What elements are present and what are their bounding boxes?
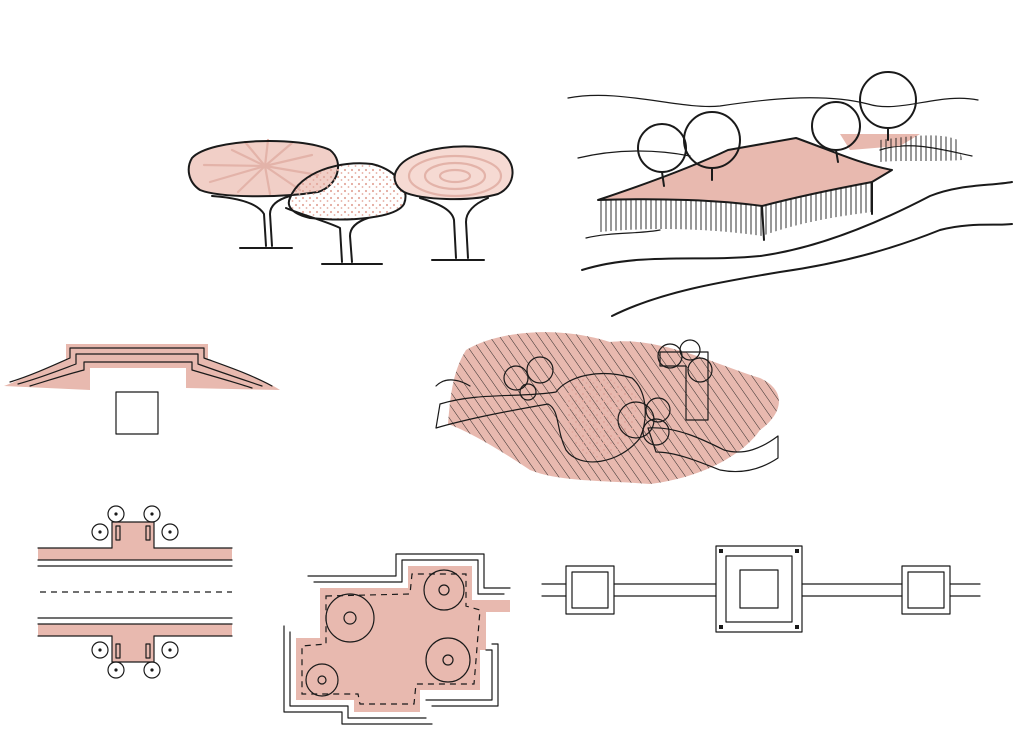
pavilion-small-right [901,565,951,615]
crossing-trees [91,505,179,679]
pavilion-large-center [715,545,803,633]
canopy-middle [285,162,407,265]
woodland-path-plan [435,332,779,484]
pavilion-small-left [565,565,615,615]
canopy-trio-elevation [187,138,514,265]
linear-pavilion-plan [541,545,981,633]
perspective-trees [637,71,917,187]
cruciform-grove-plan [283,553,511,725]
canopy-left [187,138,339,249]
road-crossing-plan [37,505,233,679]
grove-trees [305,569,471,697]
stepped-terrace-section [4,344,280,435]
canopy-right [393,145,514,261]
raised-platform-perspective [567,71,1013,317]
plan-trees [503,339,713,446]
